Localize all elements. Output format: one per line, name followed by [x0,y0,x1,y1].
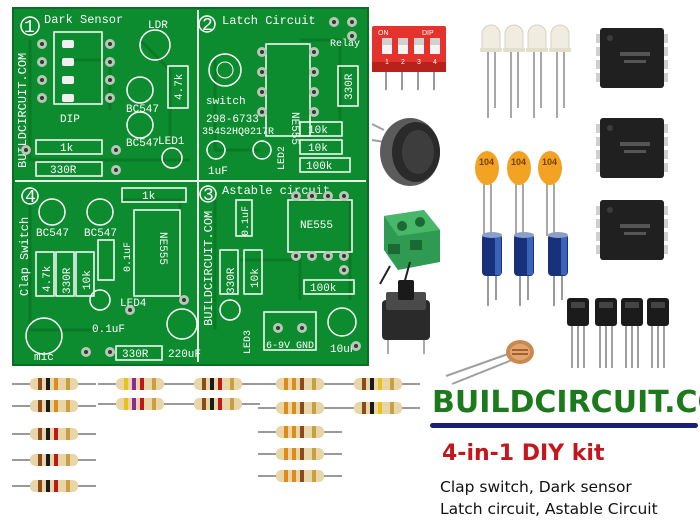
relay-label: Relay [330,38,360,50]
power-label: 6-9V [266,341,290,352]
transistor-set [566,297,670,369]
resistor [97,377,183,391]
board-site-label: BUILDCIRCUIT.COM [16,53,30,168]
microphone [371,118,440,186]
cap-10uf-label: 10uF [330,344,356,356]
part-code-2: 354S2HQ0217R [202,127,274,138]
pcb-board: 1 Dark Sensor LDR DIP BC547 BC547 4.7k L… [12,7,369,366]
dip-on-label: ON [378,30,389,37]
resistor [257,401,343,415]
resistor-1k-label: 1k [60,143,74,155]
dip-switch: ON DIP 1 2 3 4 [372,26,446,90]
module-number: 3 [203,186,214,206]
part-code-1: 298-6733 [206,114,259,126]
resistor-4k7-label: 4.7k [174,73,186,100]
bc547-label: BC547 [36,228,69,240]
module-title: Dark Sensor [44,13,123,27]
resistor-10k-label: 10k [308,125,328,137]
resistor [11,453,97,467]
board-site-label: BUILDCIRCUIT.COM [202,211,216,326]
kit-description-line-2: Latch circuit, Astable Circuit [440,500,658,518]
resistor-330-label: 330R [122,349,149,361]
dip-text-label: DIP [422,30,434,37]
brand-site-name: BUILDCIRCUIT.COM [432,385,700,420]
ne555-label: NE555 [156,232,168,265]
resistor [175,377,261,391]
kit-title: 4-in-1 DIY kit [442,441,605,466]
led2-label: LED2 [277,146,288,170]
module-dark-sensor: 1 Dark Sensor LDR DIP BC547 BC547 4.7k L… [16,13,189,177]
ic-chip-set [596,28,668,260]
mic-label: mic [34,352,54,364]
resistor-10k-label: 10k [82,270,94,290]
ceramic-cap-label: 104 [511,157,526,167]
ceramic-cap-label: 104 [542,157,557,167]
ldr-label: LDR [148,20,168,32]
module-number: 4 [25,188,36,208]
resistor [11,377,97,391]
resistor [175,397,261,411]
module-clap-switch: 4 Clap Switch 1k BC547 BC547 NE555 0.1uF… [18,187,201,364]
resistor [11,479,97,493]
ne555-label: NE555 [300,220,333,232]
resistor-100k-label: 100k [306,161,333,173]
module-latch-circuit: 2 Latch Circuit Relay switch NE555 330R … [198,14,360,178]
resistor-330-label: 330R [226,267,238,294]
cap-01uf-label: 0.1uF [92,324,125,336]
module-title: Latch Circuit [222,14,316,28]
bc547-label: BC547 [126,104,159,116]
module-title: Clap Switch [18,217,32,296]
resistor-330-label: 330R [344,73,356,100]
resistor-10k-label: 10k [250,268,262,288]
resistor [11,399,97,413]
led1-label: LED1 [158,136,185,148]
cap-01uf-label: 0.1uF [123,242,134,272]
resistor [257,377,343,391]
bc547-label: BC547 [84,228,117,240]
resistor-100k-label: 100k [310,283,337,295]
terminal-block [379,210,440,285]
gnd-label: GND [296,341,314,352]
resistor-set [11,377,421,493]
dip-number: 2 [401,59,405,66]
resistor [257,469,343,483]
cap-1uf-label: 1uF [208,166,228,178]
dip-number: 4 [433,59,437,66]
cap-01uf-label: 0.1uF [241,206,252,236]
brand-underline [430,423,698,428]
resistor [335,377,421,391]
ceramic-cap-set: 104 104 104 [474,150,563,237]
ceramic-cap-label: 104 [479,157,494,167]
electrolytic-cap-set [481,231,569,307]
resistor [257,447,343,461]
bc547-label: BC547 [126,138,159,150]
led-set [479,24,572,119]
kit-description-line-1: Clap switch, Dark sensor [440,478,632,496]
module-number: 1 [24,18,35,38]
ne555-label: NE555 [288,112,300,145]
resistor-330-label: 330R [62,267,74,294]
resistor-1k-label: 1k [142,191,156,203]
dip-number: 1 [385,59,389,66]
resistor [11,427,97,441]
led3-label: LED3 [243,330,254,354]
module-number: 2 [202,16,213,36]
resistor [335,401,421,415]
resistor-4k7-label: 4.7k [42,265,54,292]
push-button [382,280,430,354]
cap-220uf-label: 220uF [168,349,201,361]
resistor [257,425,343,439]
switch-label: switch [206,96,246,108]
resistor [97,397,183,411]
resistor-330-label: 330R [50,165,77,177]
dip-number: 3 [417,59,421,66]
ldr-sensor [445,340,534,385]
dip-label: DIP [60,114,80,126]
module-title: Astable circuit [222,184,330,198]
module-astable-circuit: 3 Astable circuit 0.1uF NE555 BUILDCIRCU… [199,184,361,356]
resistor-10k-label: 10k [308,143,328,155]
